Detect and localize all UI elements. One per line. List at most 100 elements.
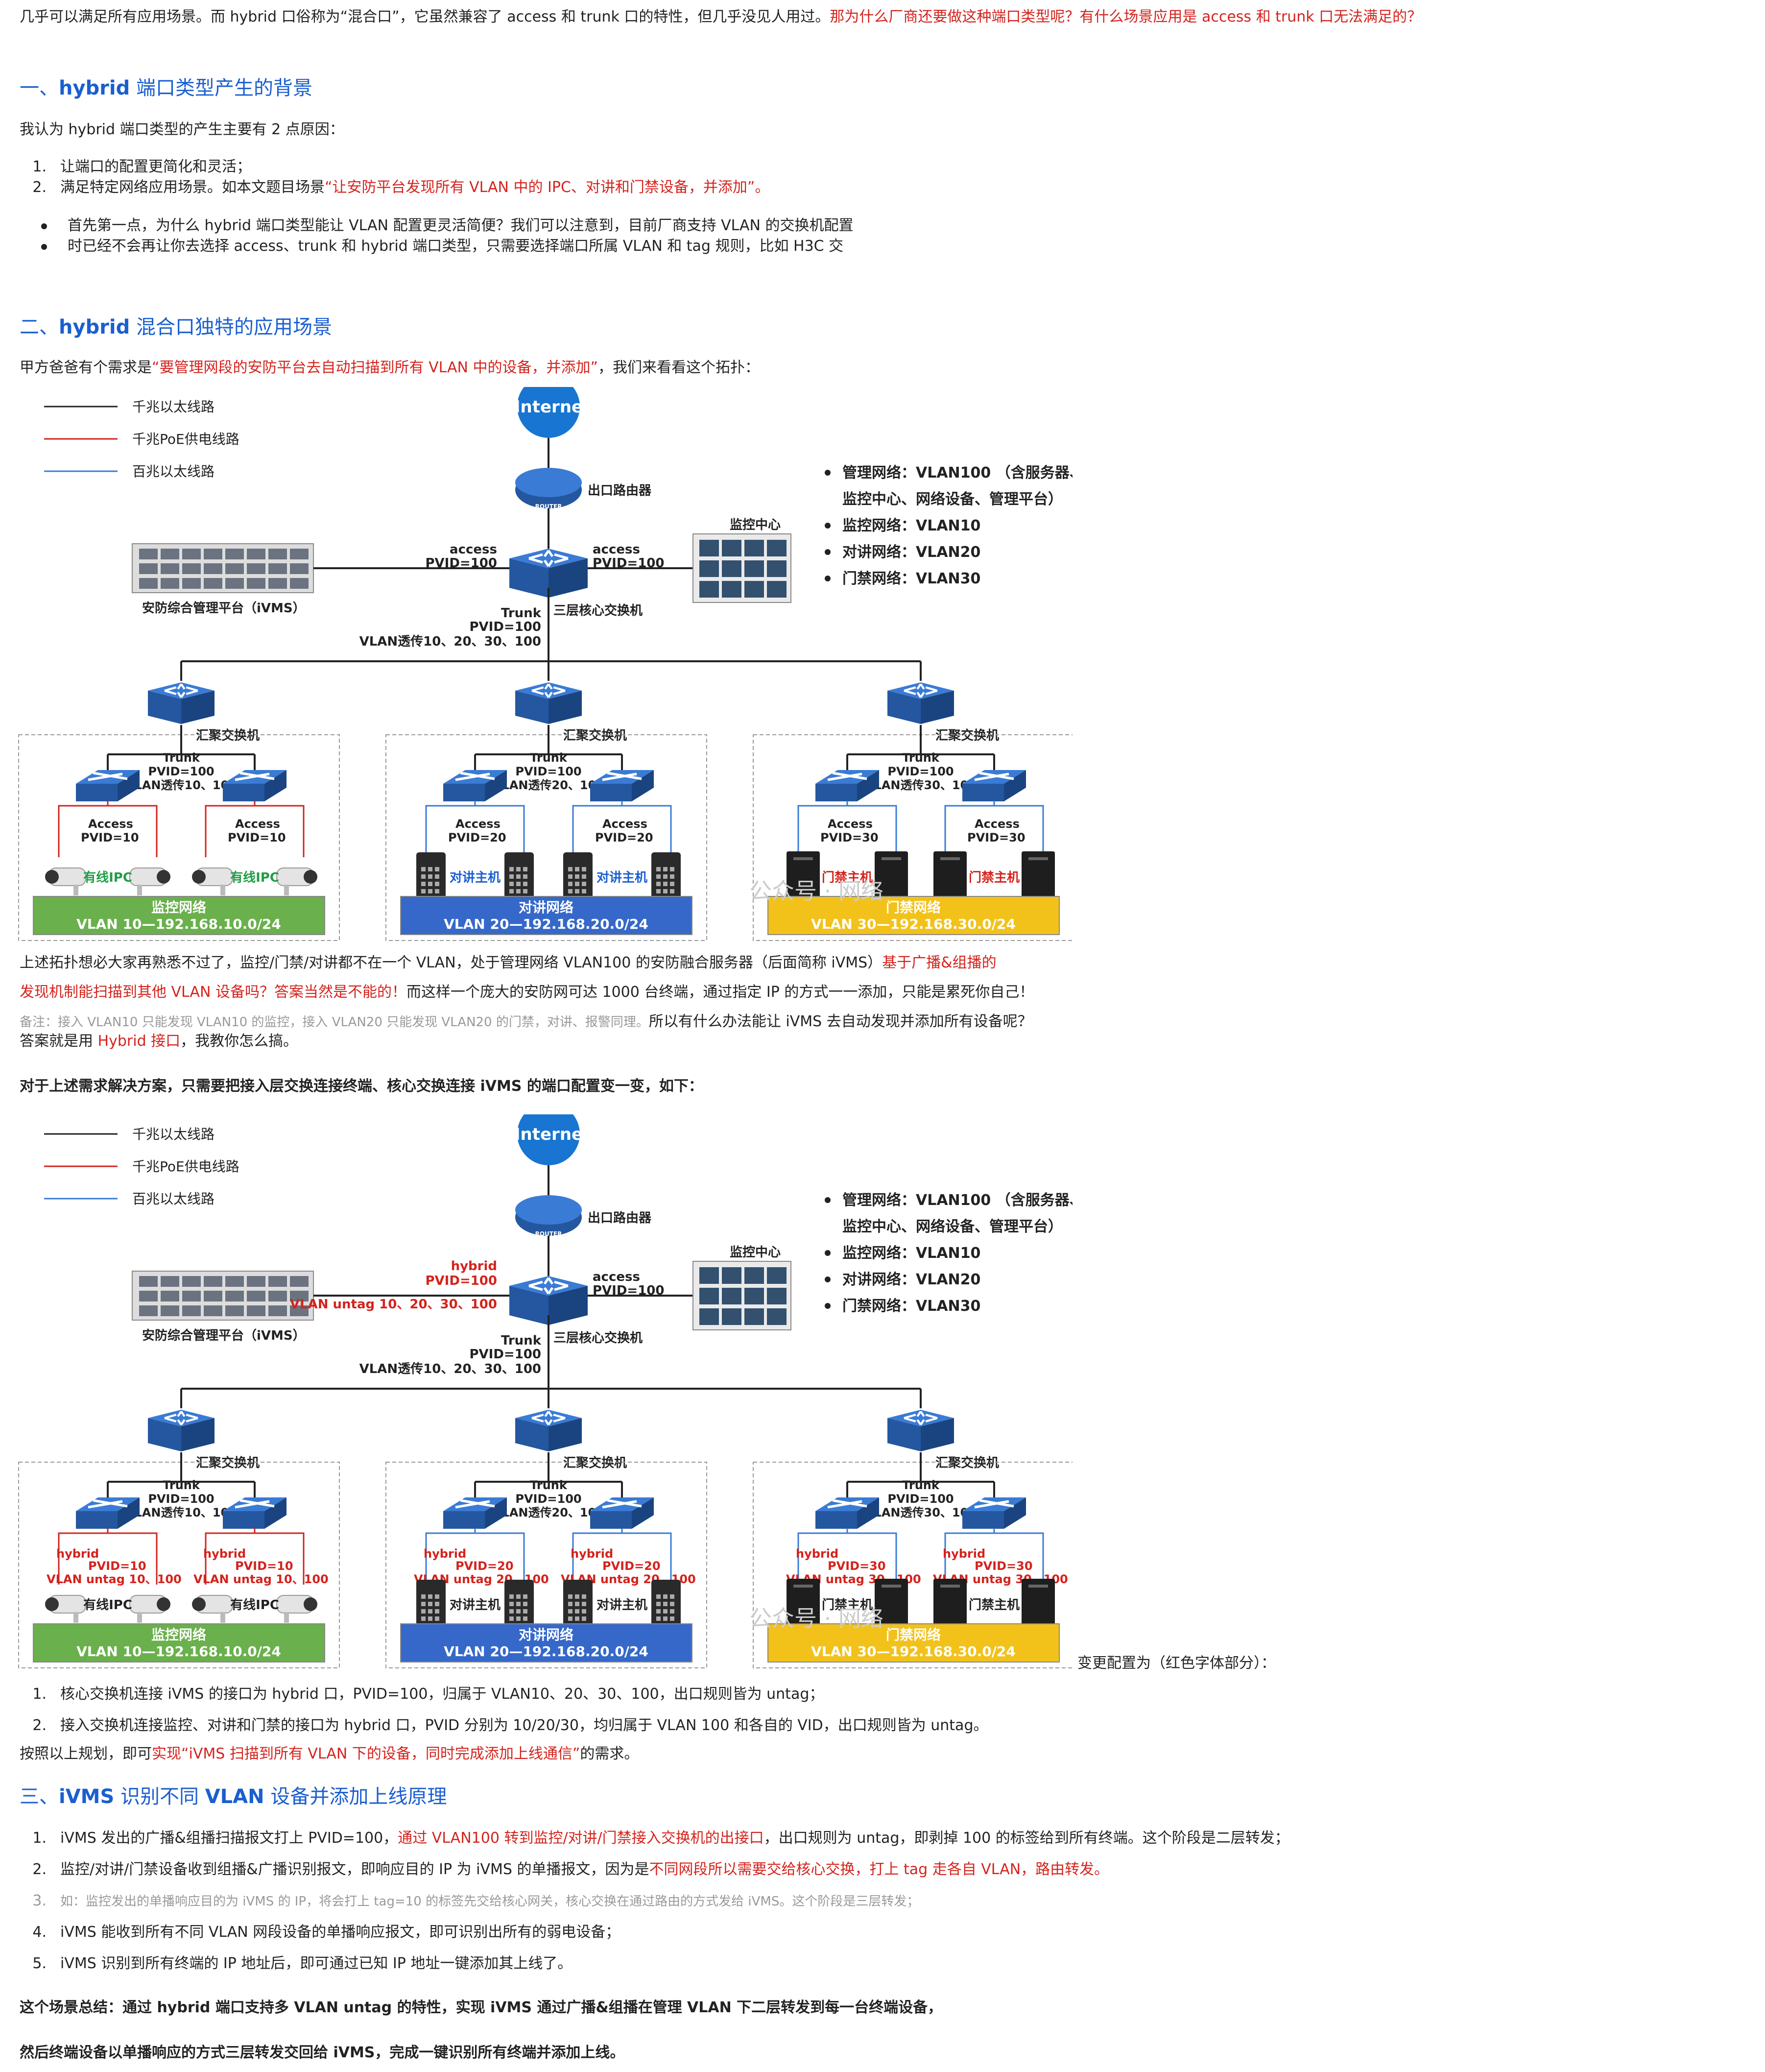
server-bay bbox=[225, 549, 244, 559]
monitor-screen bbox=[744, 560, 764, 577]
watermark: 公众号 · 网络 bbox=[749, 1605, 883, 1632]
server-bay bbox=[290, 578, 309, 589]
intercom-key bbox=[656, 1616, 661, 1621]
intercom-key bbox=[523, 1609, 527, 1614]
intercom-key bbox=[509, 867, 514, 871]
intercom-key bbox=[435, 882, 439, 886]
intercom-key bbox=[656, 1594, 661, 1599]
switch-side bbox=[1004, 1497, 1026, 1529]
list-item: 1.核心交换机连接 iVMS 的接口为 hybrid 口，PVID=100，归属… bbox=[32, 1686, 824, 1703]
intercom-key bbox=[663, 1616, 668, 1621]
camera-mount bbox=[284, 1612, 289, 1623]
switch-left bbox=[509, 558, 549, 598]
switch-arrows bbox=[88, 1499, 128, 1509]
network-info-text: 管理网络：VLAN100 （含服务器、 bbox=[842, 1192, 1073, 1209]
server-bay bbox=[139, 549, 158, 559]
intercom-key bbox=[582, 874, 586, 879]
server-bay bbox=[204, 1276, 222, 1287]
intercom-icon bbox=[563, 852, 593, 901]
section-3-title: 三、iVMS 识别不同 VLAN 设备并添加上线原理 bbox=[20, 1785, 447, 1808]
switch-arrows bbox=[904, 1411, 938, 1425]
core-port-type: hybrid bbox=[451, 1259, 497, 1274]
server-bay bbox=[268, 549, 287, 559]
monitor-screen bbox=[744, 1308, 764, 1325]
switch-front bbox=[76, 1511, 118, 1529]
zone-subnet: VLAN 10—192.168.10.0/24 bbox=[76, 916, 281, 932]
intercom-icon bbox=[416, 852, 446, 901]
bullet-item: 时已经不会再让你去选择 access、trunk 和 hybrid 端口类型，只… bbox=[41, 236, 843, 257]
intercom-key bbox=[421, 874, 426, 879]
switch-right bbox=[921, 1418, 954, 1451]
intercom-key bbox=[670, 882, 674, 886]
intercom-key bbox=[509, 882, 514, 886]
intercom-key bbox=[568, 1609, 572, 1614]
access-controller-icon bbox=[875, 1579, 908, 1630]
switch-side bbox=[632, 1497, 654, 1529]
core-port-pvid: PVID=100 bbox=[426, 556, 498, 571]
switch-right bbox=[549, 691, 582, 724]
paragraph: 上述拓扑想必大家再熟悉不过了，监控/门禁/对讲都不在一个 VLAN，处于管理网络… bbox=[20, 954, 997, 971]
network-info-text: 监控网络：VLAN10 bbox=[842, 1245, 980, 1262]
server-bay bbox=[268, 1291, 287, 1301]
intercom-key bbox=[582, 1616, 586, 1621]
intercom-key bbox=[568, 874, 572, 879]
intercom-key bbox=[568, 1594, 572, 1599]
zone-banner bbox=[400, 1623, 692, 1662]
controller-slot bbox=[1028, 857, 1048, 860]
intercom-key bbox=[670, 889, 674, 893]
intercom-icon bbox=[504, 852, 534, 901]
camera-lens bbox=[304, 870, 317, 884]
server-bay bbox=[139, 578, 158, 589]
ivms-label: 安防综合管理平台（iVMS） bbox=[142, 601, 306, 616]
switch-arrows bbox=[531, 1411, 566, 1425]
info-bullet bbox=[825, 549, 831, 555]
section-1-lead: 我认为 hybrid 端口类型的产生主要有 2 点原因： bbox=[20, 121, 344, 138]
network-info-text: 对讲网络：VLAN20 bbox=[842, 1271, 980, 1288]
switch-side bbox=[857, 770, 879, 801]
zone-banner bbox=[400, 896, 692, 935]
zone-box bbox=[18, 734, 340, 941]
switch-right bbox=[549, 558, 588, 598]
intercom-key bbox=[575, 882, 579, 886]
controller-body bbox=[1022, 1579, 1055, 1630]
device-label: 门禁主机 bbox=[969, 1598, 1020, 1613]
access-controller-icon bbox=[1022, 1579, 1055, 1630]
server-bay bbox=[204, 549, 222, 559]
server-bay bbox=[161, 549, 179, 559]
switch-arrows bbox=[904, 683, 938, 698]
server-bay bbox=[182, 578, 201, 589]
monitor-screen bbox=[699, 1308, 719, 1325]
internet-label: Interne bbox=[514, 1125, 583, 1144]
intercom-icon bbox=[416, 1580, 446, 1629]
zone-title: 门禁网络 bbox=[886, 1627, 941, 1643]
intercom-key bbox=[656, 889, 661, 893]
switch-side bbox=[485, 770, 507, 801]
intercom-key bbox=[435, 1609, 439, 1614]
intercom-key bbox=[568, 1602, 572, 1606]
intercom-key bbox=[575, 874, 579, 879]
intercom-key bbox=[568, 1616, 572, 1621]
intercom-icon bbox=[651, 1580, 681, 1629]
device-label: 有线IPC bbox=[230, 1598, 279, 1613]
port-untag-label: VLAN untag 10、100 bbox=[193, 1572, 329, 1586]
monitor-screen bbox=[767, 1288, 787, 1304]
list-item: 2.监控/对讲/门禁设备收到组播&广播识别报文，即响应目的 IP 为 iVMS … bbox=[32, 1861, 1109, 1878]
server-bay bbox=[182, 1305, 201, 1316]
switch-left bbox=[515, 1418, 549, 1451]
aggregation-switch-label: 汇聚交换机 bbox=[196, 1455, 260, 1470]
server-bay bbox=[225, 1276, 244, 1287]
switch-side bbox=[118, 770, 140, 801]
switch-left bbox=[887, 1418, 921, 1451]
network-info-text: 监控中心、网络设备、管理平台） bbox=[842, 1218, 1063, 1235]
internet-globe bbox=[517, 387, 580, 438]
monitor-screen bbox=[767, 560, 787, 577]
zone-box bbox=[385, 1462, 707, 1668]
agg-trunk-pvid: PVID=100 bbox=[887, 765, 954, 778]
port-pvid-label: PVID=30 bbox=[967, 831, 1026, 844]
zone-subnet: VLAN 30—192.168.30.0/24 bbox=[811, 1643, 1016, 1660]
controller-body bbox=[875, 1579, 908, 1630]
legend-label: 百兆以太线路 bbox=[132, 1191, 215, 1207]
info-bullet bbox=[825, 1277, 831, 1282]
server-bay bbox=[182, 1276, 201, 1287]
intercom-key bbox=[428, 1616, 432, 1621]
